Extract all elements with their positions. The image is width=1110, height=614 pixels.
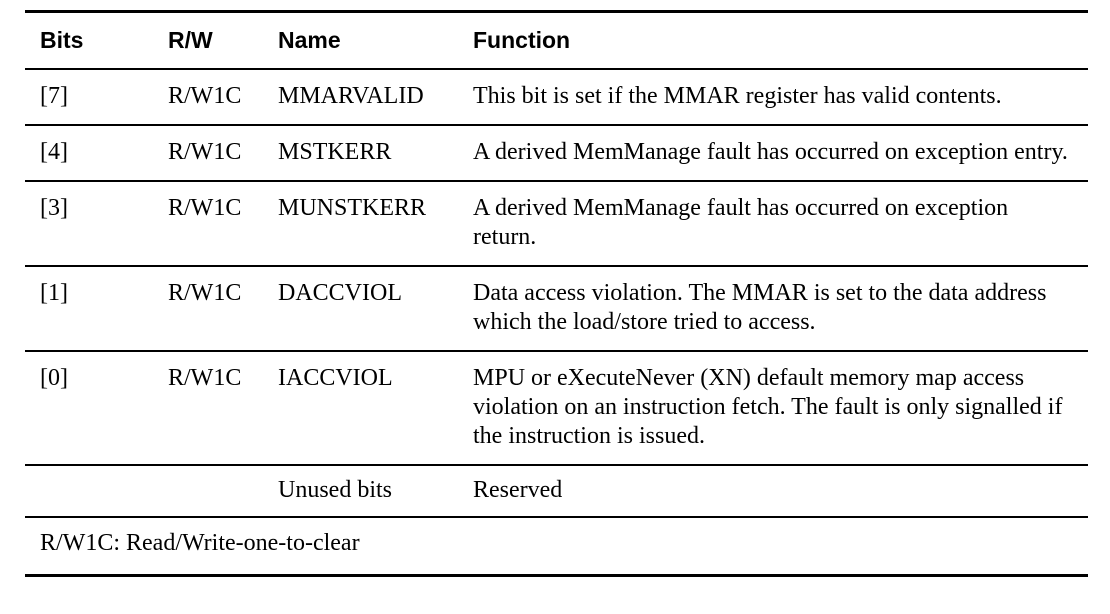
column-header-name: Name [263,10,458,70]
column-header-function: Function [458,10,1088,70]
table-row: [4] R/W1C MSTKERR A derived MemManage fa… [25,125,1088,182]
cell-rw: R/W1C [153,181,263,267]
cell-function: A derived MemManage fault has occurred o… [458,125,1088,182]
cell-name: MSTKERR [263,125,458,182]
header-row: Bits R/W Name Function [25,10,1088,70]
cell-rw: R/W1C [153,351,263,466]
cell-rw: R/W1C [153,125,263,182]
table-row: [7] R/W1C MMARVALID This bit is set if t… [25,69,1088,126]
table-header: Bits R/W Name Function [25,10,1088,70]
cell-name: MMARVALID [263,69,458,126]
cell-bits: [3] [25,181,153,267]
cell-function: Data access violation. The MMAR is set t… [458,266,1088,352]
cell-rw [153,465,263,518]
cell-bits: [7] [25,69,153,126]
register-bit-field-table: Bits R/W Name Function [7] R/W1C MMARVAL… [25,10,1088,577]
cell-function: MPU or eXecuteNever (XN) default memory … [458,351,1088,466]
table-row: Unused bits Reserved [25,465,1088,518]
table-footnote: R/W1C: Read/Write-one-to-clear [25,517,1088,577]
cell-rw: R/W1C [153,69,263,126]
cell-rw: R/W1C [153,266,263,352]
table-row: [3] R/W1C MUNSTKERR A derived MemManage … [25,181,1088,267]
cell-name: DACCVIOL [263,266,458,352]
cell-bits: [1] [25,266,153,352]
column-header-rw: R/W [153,10,263,70]
cell-function: This bit is set if the MMAR register has… [458,69,1088,126]
table-row: [0] R/W1C IACCVIOL MPU or eXecuteNever (… [25,351,1088,466]
cell-function: A derived MemManage fault has occurred o… [458,181,1088,267]
cell-name: Unused bits [263,465,458,518]
cell-bits: [0] [25,351,153,466]
cell-bits: [4] [25,125,153,182]
table-footnote-row: R/W1C: Read/Write-one-to-clear [25,517,1088,577]
table-row: [1] R/W1C DACCVIOL Data access violation… [25,266,1088,352]
table-body: [7] R/W1C MMARVALID This bit is set if t… [25,69,1088,577]
cell-bits [25,465,153,518]
column-header-bits: Bits [25,10,153,70]
cell-name: MUNSTKERR [263,181,458,267]
cell-name: IACCVIOL [263,351,458,466]
cell-function: Reserved [458,465,1088,518]
